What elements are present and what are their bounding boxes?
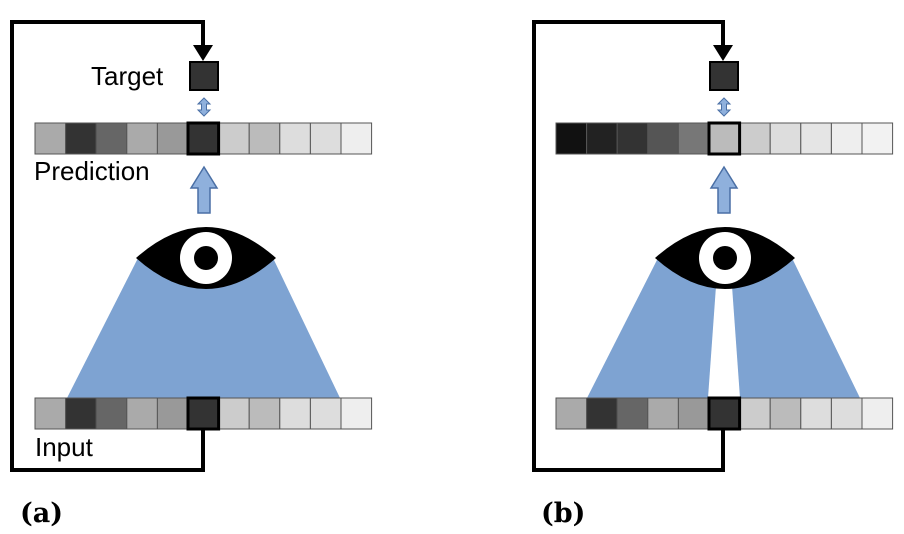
sequence-cell — [279, 397, 311, 430]
panel-a: Target Prediction Input (a) — [10, 20, 373, 529]
double-arrow-shape — [196, 97, 212, 117]
sequence-cell — [279, 122, 311, 155]
sequence-cell — [95, 397, 128, 430]
sequence-cell — [187, 122, 220, 155]
target-cell — [189, 61, 219, 91]
eye-pupil — [713, 246, 737, 270]
sequence-cell — [800, 122, 832, 155]
sequence-cell — [708, 397, 741, 430]
field-of-view-right — [730, 258, 860, 398]
sequence-cell — [126, 397, 158, 430]
sequence-cell — [340, 122, 373, 155]
field-of-view-left — [587, 258, 718, 398]
feedback-loop-line — [532, 20, 725, 472]
up-arrow — [189, 165, 219, 214]
sequence-cell — [708, 122, 741, 155]
sequence-cell — [555, 122, 588, 155]
sequence-cell — [830, 122, 863, 155]
sequence-cell — [156, 397, 189, 430]
sequence-cell — [340, 397, 373, 430]
sequence-cell — [769, 397, 802, 430]
sequence-cell — [187, 397, 220, 430]
sequence-cell — [555, 397, 588, 430]
sequence-cell — [739, 397, 771, 430]
sequence-cell — [586, 122, 618, 155]
sequence-cell — [248, 397, 281, 430]
sequence-cell — [677, 122, 710, 155]
eye-icon — [655, 227, 795, 289]
up-arrow — [709, 165, 739, 214]
input-row — [555, 396, 894, 431]
sequence-cell — [677, 397, 710, 430]
sequence-cell — [769, 122, 802, 155]
compare-arrow — [196, 97, 212, 117]
highlighted-cell — [186, 396, 221, 431]
up-arrow-shape — [189, 165, 219, 214]
sequence-cell — [861, 397, 894, 430]
panel-tag-b: (b) — [541, 498, 585, 529]
sequence-cell — [156, 122, 189, 155]
loop-arrow-head — [713, 45, 733, 61]
sequence-cell — [126, 122, 158, 155]
target-cell — [709, 61, 739, 91]
prediction-label: Prediction — [34, 156, 150, 186]
sequence-cell — [861, 122, 894, 155]
feedback-loop-line — [10, 20, 205, 472]
sequence-cell — [309, 122, 342, 155]
sequence-cell — [65, 122, 97, 155]
input-label: Input — [35, 432, 94, 462]
prediction-row — [555, 121, 894, 156]
sequence-cell — [248, 122, 281, 155]
sequence-cell — [65, 397, 97, 430]
sequence-cell — [616, 397, 649, 430]
sequence-cell — [218, 397, 250, 430]
sequence-cell — [830, 397, 863, 430]
sequence-cell — [616, 122, 649, 155]
highlighted-cell — [707, 396, 742, 431]
compare-arrow — [716, 97, 732, 117]
sequence-cell — [800, 397, 832, 430]
eye-icon — [136, 227, 276, 289]
highlighted-cell — [707, 121, 742, 156]
prediction-row — [34, 121, 373, 156]
sequence-cell — [218, 122, 250, 155]
loop-arrow-head — [193, 45, 213, 61]
sequence-cell — [647, 122, 679, 155]
panel-b: (b) — [532, 20, 894, 529]
eye-pupil — [194, 246, 218, 270]
double-arrow-shape — [716, 97, 732, 117]
up-arrow-shape — [709, 165, 739, 214]
sequence-cell — [739, 122, 771, 155]
highlighted-cell — [186, 121, 221, 156]
sequence-cell — [34, 397, 67, 430]
input-row — [34, 396, 373, 431]
sequence-cell — [95, 122, 128, 155]
target-label: Target — [91, 61, 164, 91]
sequence-cell — [647, 397, 679, 430]
sequence-cell — [586, 397, 618, 430]
field-of-view — [67, 258, 340, 398]
sequence-cell — [309, 397, 342, 430]
sequence-cell — [34, 122, 67, 155]
panel-tag-a: (a) — [20, 498, 63, 529]
